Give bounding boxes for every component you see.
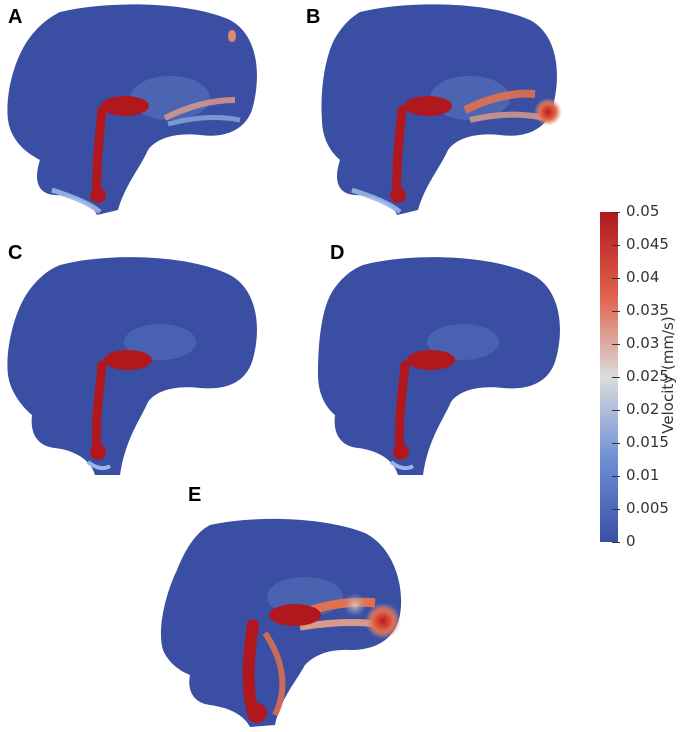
velocity-colorbar xyxy=(600,212,618,542)
colorbar-tick-label: 0.04 xyxy=(626,268,660,286)
brain-slice-c xyxy=(7,257,257,475)
colorbar-tick-label: 0.005 xyxy=(626,499,669,517)
colorbar-tick-mark xyxy=(612,443,620,444)
colorbar-tick-mark xyxy=(612,278,620,279)
colorbar-tick-label: 0.025 xyxy=(626,367,669,385)
colorbar-tick-label: 0.03 xyxy=(626,334,660,352)
colorbar-tick-label: 0.02 xyxy=(626,400,660,418)
colorbar-tick-mark xyxy=(612,476,620,477)
panel-label-c: C xyxy=(8,242,23,264)
colorbar-title: Velocity (mm/s) xyxy=(659,316,677,434)
colorbar-tick-label: 0.05 xyxy=(626,202,660,220)
colorbar-tick-mark xyxy=(612,377,620,378)
colorbar-tick-label: 0.01 xyxy=(626,466,660,484)
panel-label-b: B xyxy=(306,6,321,28)
colorbar-tick-label: 0.035 xyxy=(626,301,669,319)
colorbar-tick-mark xyxy=(612,542,620,543)
brain-slice-d xyxy=(318,257,560,475)
brain-slice-b xyxy=(321,4,562,215)
colorbar-tick-mark xyxy=(612,245,620,246)
panel-label-a: A xyxy=(8,6,23,28)
brain-slice-e xyxy=(160,518,402,727)
colorbar-tick-label: 0.015 xyxy=(626,433,669,451)
colorbar-tick-mark xyxy=(612,344,620,345)
colorbar-tick-label: 0 xyxy=(626,532,636,550)
colorbar-tick-label: 0.045 xyxy=(626,235,669,253)
colorbar-tick-mark xyxy=(612,311,620,312)
colorbar-tick-mark xyxy=(612,212,620,213)
colorbar-tick-mark xyxy=(612,410,620,411)
panel-label-d: D xyxy=(330,242,345,264)
panel-label-e: E xyxy=(188,484,202,506)
colorbar-tick-mark xyxy=(612,509,620,510)
brain-slice-a xyxy=(7,4,257,215)
